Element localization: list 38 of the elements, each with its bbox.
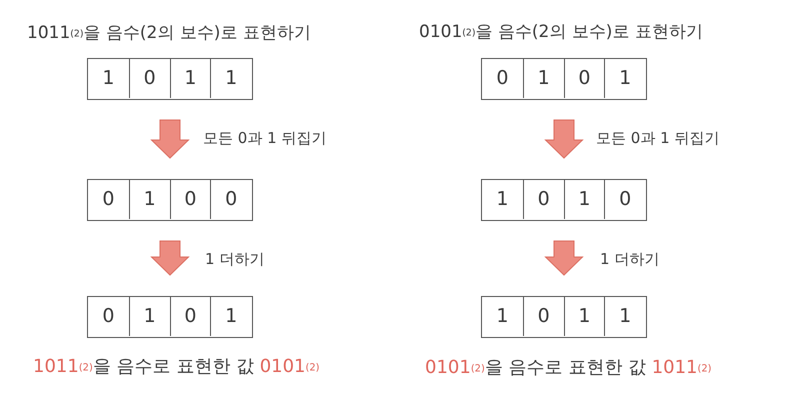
bit-cell: 0 xyxy=(604,180,645,219)
bit-cell: 0 xyxy=(170,297,210,336)
bit-cell: 0 xyxy=(128,59,170,98)
bit-cell: 0 xyxy=(564,59,604,98)
bit-cell: 1 xyxy=(604,297,645,336)
arrow xyxy=(150,120,190,159)
bit-cell: 0 xyxy=(170,180,210,219)
bit-row xyxy=(87,296,253,338)
bit-cell: 1 xyxy=(604,59,645,98)
bit-cell: 1 xyxy=(564,297,604,336)
bit-cell: 1 xyxy=(482,297,523,336)
bit-row xyxy=(481,296,647,338)
arrow xyxy=(544,240,584,276)
bit-cell: 0 xyxy=(482,59,523,98)
bit-cell: 1 xyxy=(170,59,210,98)
bit-row xyxy=(481,58,647,100)
arrow xyxy=(150,240,190,276)
edge-label: 모든 0과 1 뒤집기 xyxy=(203,129,326,147)
bit-cell: 1 xyxy=(210,59,251,98)
bit-cell: 1 xyxy=(128,180,170,219)
bit-cell: 1 xyxy=(88,59,129,98)
bit-cell: 0 xyxy=(88,297,129,336)
bit-cell: 0 xyxy=(88,180,129,219)
bit-cell: 1 xyxy=(482,180,523,219)
arrow xyxy=(544,120,584,159)
bit-cell: 1 xyxy=(210,297,251,336)
bit-row xyxy=(481,179,647,221)
bit-cell: 0 xyxy=(210,180,251,219)
bit-cell: 1 xyxy=(522,59,564,98)
edge-label: 모든 0과 1 뒤집기 xyxy=(596,129,720,147)
bit-row xyxy=(87,58,253,100)
bit-cell: 1 xyxy=(128,297,170,336)
edge-label: 1 더하기 xyxy=(600,250,660,268)
bit-row xyxy=(87,179,253,221)
edge-label: 1 더하기 xyxy=(205,250,264,268)
bit-cell: 1 xyxy=(564,180,604,219)
bit-cell: 0 xyxy=(522,180,564,219)
bit-cell: 0 xyxy=(522,297,564,336)
